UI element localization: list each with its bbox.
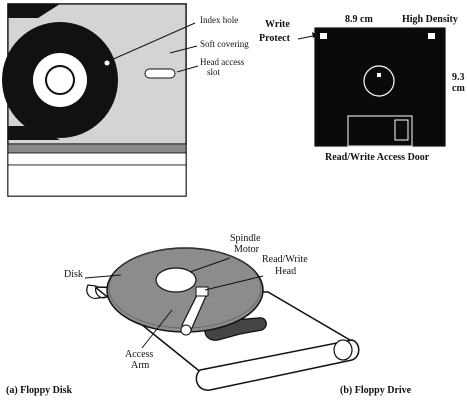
metal-hub <box>363 65 395 97</box>
label-spindle-motor-line2: Motor <box>234 244 259 255</box>
label-height-unit: cm <box>452 83 465 94</box>
drive-front-roll <box>195 339 360 391</box>
floppy-disk-5in <box>2 3 199 197</box>
head-access-slot <box>144 68 176 79</box>
label-width: 8.9 cm <box>345 14 373 25</box>
label-write-protect-line2: Protect <box>259 33 290 44</box>
spindle-motor <box>155 267 197 293</box>
label-access-door: Read/Write Access Door <box>325 152 430 163</box>
write-protect-tab <box>320 33 327 39</box>
label-spindle-motor: Spindle <box>230 233 261 244</box>
label-head-access-slot: Head access <box>200 57 245 67</box>
label-high-density: High Density <box>402 14 458 25</box>
label-soft-covering: Soft covering <box>200 39 249 49</box>
spindle-hole <box>45 65 75 95</box>
label-height: 9.3 <box>452 72 465 83</box>
label-head-access-slot-line2: slot <box>207 67 221 77</box>
label-read-write-head-line2: Head <box>275 266 297 277</box>
label-access-arm: Access <box>125 349 154 360</box>
label-disk: Disk <box>64 269 83 280</box>
label-write-protect: Write <box>265 19 290 30</box>
access-door <box>347 115 413 147</box>
caption-floppy-disk: (a) Floppy Disk <box>6 385 73 396</box>
density-hole <box>428 33 435 39</box>
read-write-head <box>195 286 209 297</box>
label-index-hole: Index hole <box>200 15 239 25</box>
caption-floppy-drive: (b) Floppy Drive <box>340 385 412 396</box>
floppy-drive <box>84 247 360 391</box>
access-window <box>394 119 409 141</box>
label-access-arm-line2: Arm <box>131 360 150 371</box>
floppy-disk-3in <box>297 27 446 147</box>
label-read-write-head: Read/Write <box>262 254 308 265</box>
index-hole <box>103 59 111 67</box>
